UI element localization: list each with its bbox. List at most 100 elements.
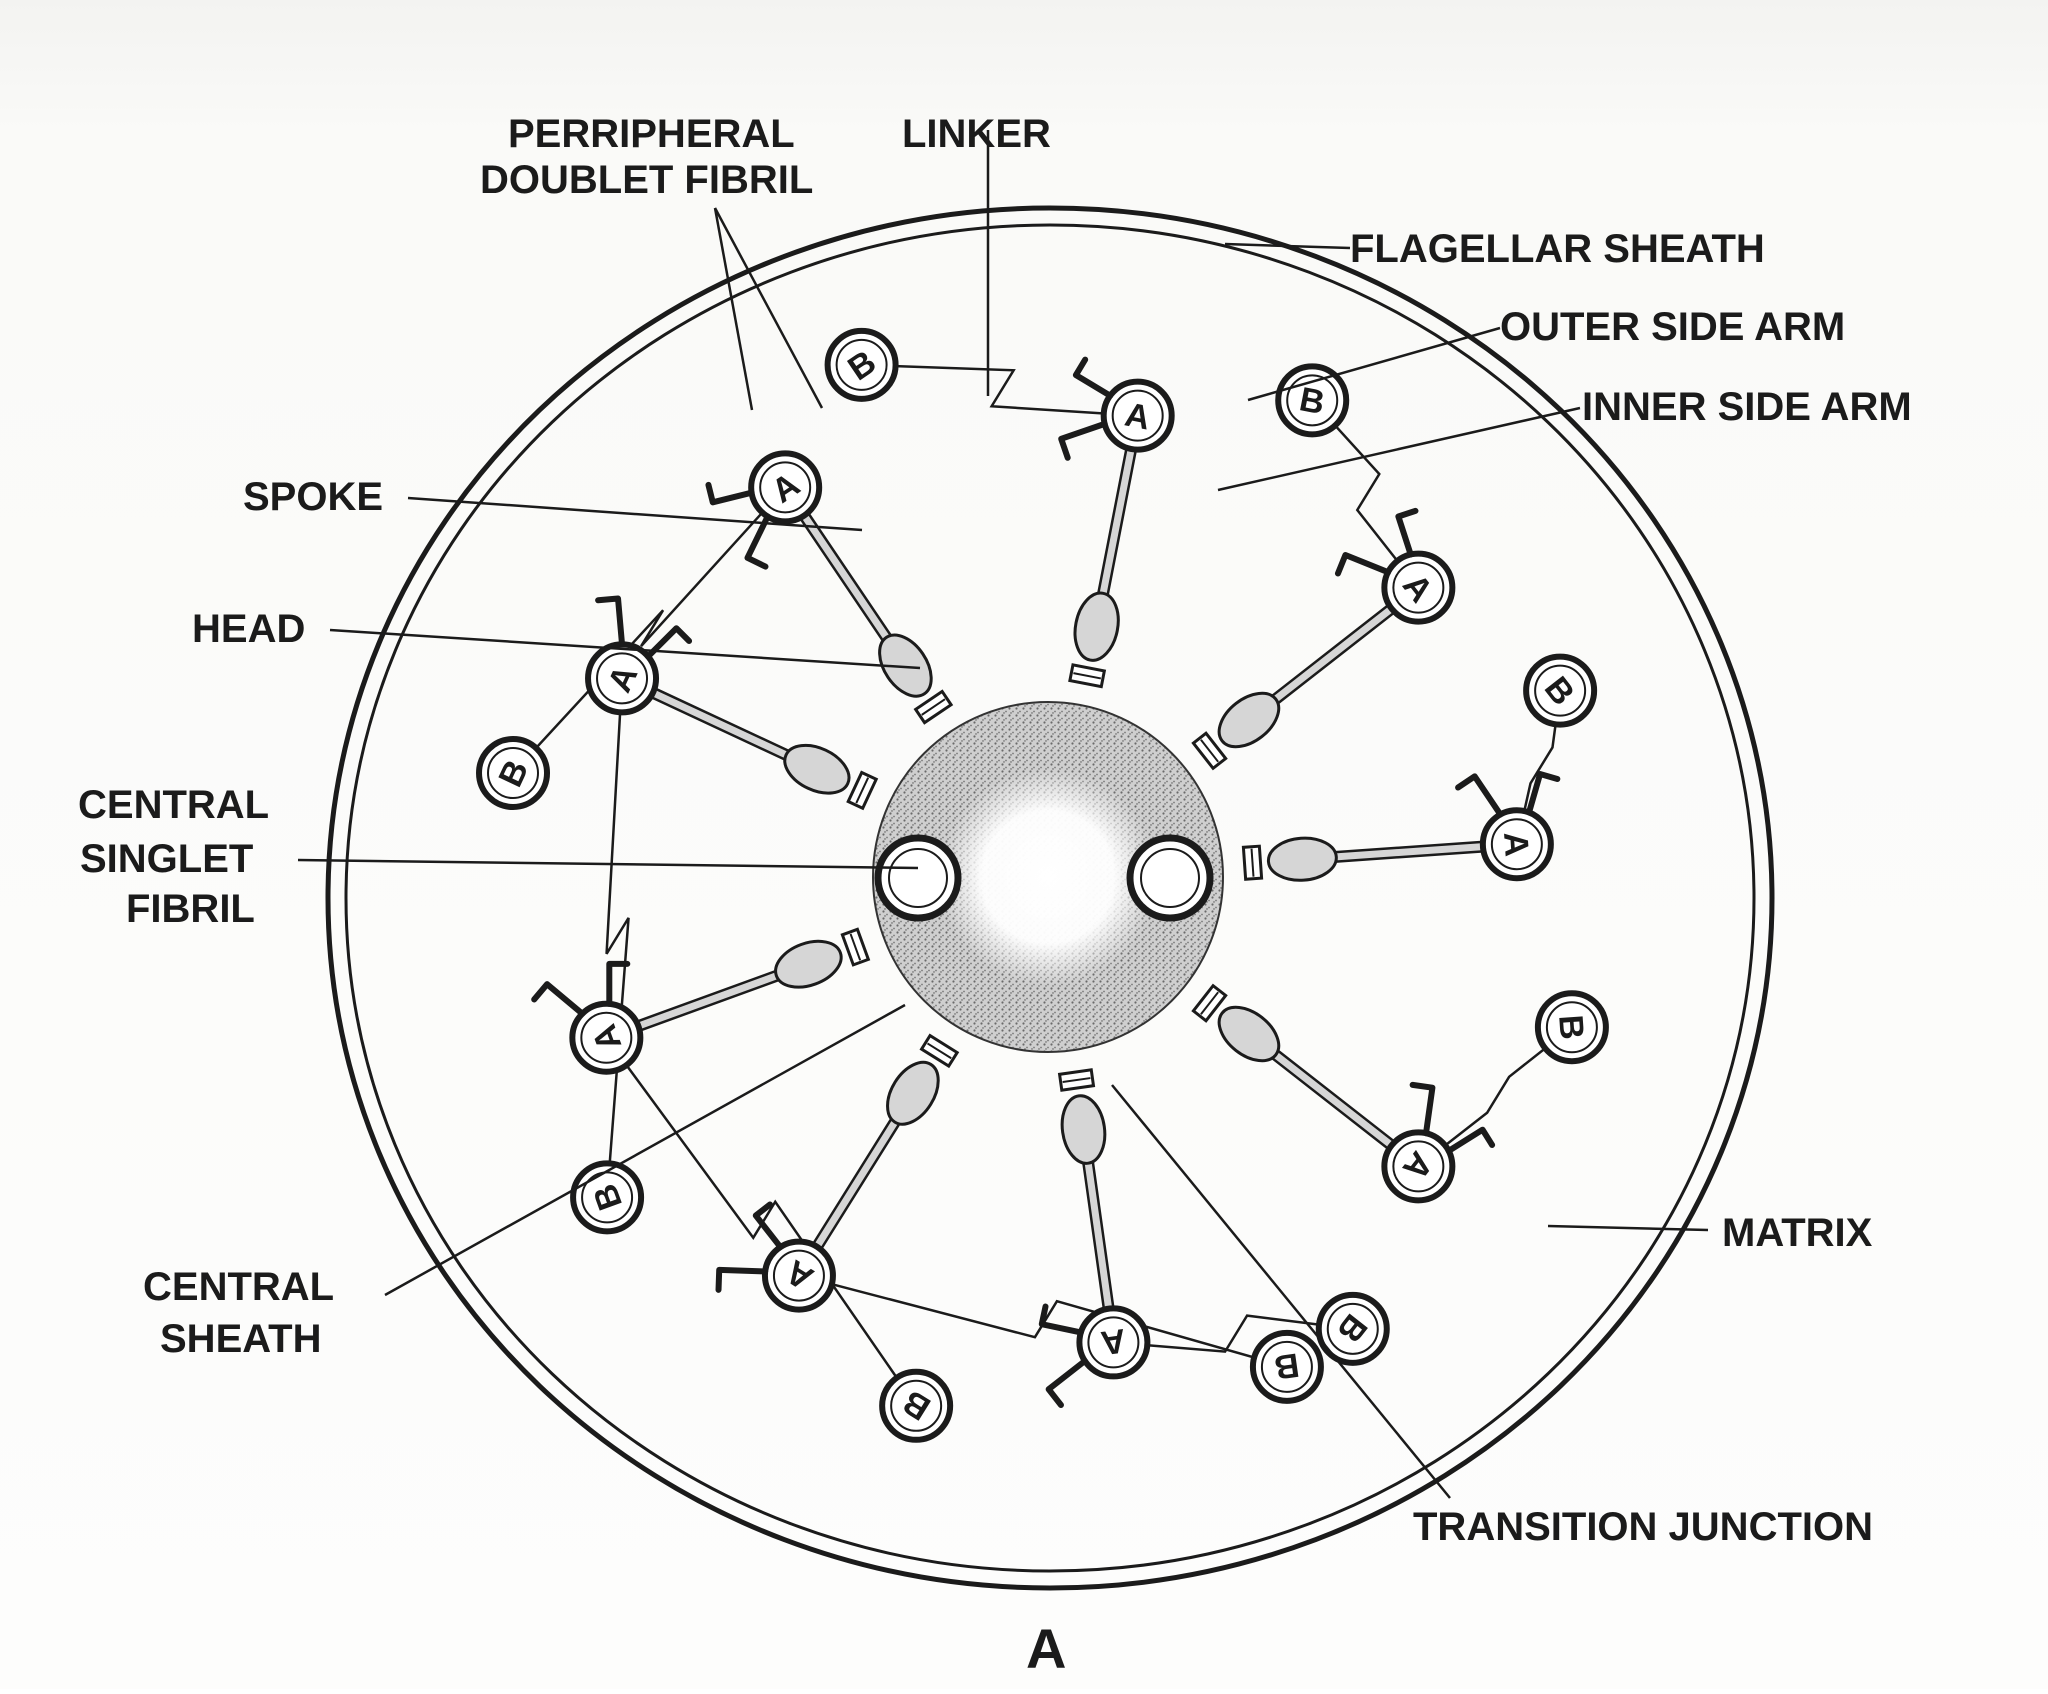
inner-side-arm xyxy=(1445,1126,1496,1154)
doublet-b: B xyxy=(879,1368,954,1443)
doublet-b: B xyxy=(1523,653,1598,728)
doublet-a-letter: A xyxy=(1496,831,1536,858)
linker xyxy=(861,363,1138,417)
transition-junction-divider xyxy=(921,698,946,716)
outer-side-arm xyxy=(595,595,626,648)
transition-junction-divider xyxy=(1073,672,1102,680)
doublet-a-letter: A xyxy=(1098,1321,1128,1362)
label-head: HEAD xyxy=(192,607,305,651)
side-arms xyxy=(1409,1081,1496,1154)
linker xyxy=(1113,1314,1353,1353)
linker xyxy=(1311,399,1420,589)
leader-outer-side-arm xyxy=(1247,326,1501,402)
side-arms xyxy=(1058,356,1114,461)
leader-peripheral-doublet-a xyxy=(713,207,754,411)
spoke-assembly xyxy=(1057,1068,1115,1315)
doublet-b-inner xyxy=(1534,664,1587,717)
spoke-head xyxy=(783,743,851,795)
leader-spoke xyxy=(407,496,863,532)
doublet-b-inner xyxy=(1286,374,1339,427)
spoke xyxy=(649,689,794,761)
doublet-b-inner xyxy=(1260,1340,1313,1393)
doublet-a-inner xyxy=(580,1011,633,1064)
spoke-head xyxy=(774,939,843,989)
doublet-a: A xyxy=(569,1000,644,1075)
label-spoke: SPOKE xyxy=(243,475,383,519)
label-inner-side-arm: INNER SIDE ARM xyxy=(1582,385,1912,429)
spoke xyxy=(1084,1155,1113,1313)
side-arms xyxy=(595,595,693,660)
central-singlet-fibril-right xyxy=(1126,834,1214,922)
spoke-head xyxy=(1266,836,1338,882)
spoke-head xyxy=(1217,691,1281,749)
doublet-a-inner xyxy=(1392,561,1445,614)
spoke-head xyxy=(1060,1094,1107,1165)
label-peripheral-doublet-line1: PERRIPHERAL xyxy=(508,112,795,156)
outer-side-arm xyxy=(1045,1357,1088,1409)
leader-lines xyxy=(297,130,1709,1499)
inner-side-arm xyxy=(1072,356,1114,399)
doublet-b-letter: B xyxy=(1272,1345,1302,1386)
doublet-a-inner xyxy=(772,1249,825,1302)
transition-junction-divider xyxy=(1200,991,1219,1015)
spoke xyxy=(1269,605,1396,706)
doublet-b-inner xyxy=(890,1379,943,1432)
spoke xyxy=(800,512,893,645)
doublet-b-inner xyxy=(1326,1302,1379,1355)
doublet-a-inner xyxy=(1087,1316,1140,1369)
side-arms xyxy=(1334,507,1419,577)
doublet-a-inner xyxy=(596,652,649,705)
doublet-a-inner xyxy=(1111,389,1164,442)
spoke-assembly xyxy=(632,927,871,1033)
spoke xyxy=(1098,445,1135,601)
side-arms xyxy=(705,481,771,570)
transition-junction-divider xyxy=(1200,739,1219,763)
doublet-a: A xyxy=(748,450,823,525)
spoke xyxy=(813,1115,901,1251)
doublet-b-inner xyxy=(835,338,888,391)
leader-peripheral-doublet-b xyxy=(713,207,824,409)
side-arms xyxy=(1455,771,1561,818)
label-outer-side-arm: OUTER SIDE ARM xyxy=(1500,305,1845,349)
inner-side-arm xyxy=(645,625,693,660)
label-central-singlet-line1: CENTRAL xyxy=(78,783,269,827)
spoke-head xyxy=(1073,591,1120,662)
transition-junction-divider xyxy=(926,1042,952,1060)
side-arms xyxy=(715,1201,784,1293)
doublet-a: A xyxy=(1100,378,1175,453)
outer-side-arm xyxy=(715,1266,769,1293)
outer-side-arm xyxy=(531,981,586,1017)
inner-side-arm xyxy=(705,481,755,506)
spoke-head xyxy=(1217,1005,1281,1063)
inner-side-arm xyxy=(606,960,631,1007)
doublet-b: B xyxy=(1534,990,1609,1065)
outer-side-arm xyxy=(1409,1081,1436,1137)
doublet-a-inner xyxy=(1490,818,1543,871)
leader-central-sheath xyxy=(384,1003,906,1297)
transition-junction-divider xyxy=(1250,848,1255,877)
linker xyxy=(605,1037,918,1407)
label-central-singlet-line2: SINGLET xyxy=(80,837,253,881)
leader-head xyxy=(329,628,921,670)
doublet-b: B xyxy=(1275,363,1350,438)
doublet-a: A xyxy=(1381,550,1456,625)
doublet-a: A xyxy=(761,1238,836,1313)
side-arms xyxy=(531,960,631,1017)
transition-junction-divider xyxy=(855,777,870,804)
side-arms xyxy=(1038,1303,1088,1409)
doublet-a: A xyxy=(585,641,660,716)
spoke-head xyxy=(886,1060,940,1126)
inner-side-arm xyxy=(1395,507,1419,558)
leader-central-singlet-fibril xyxy=(297,858,919,870)
outer-side-arm xyxy=(1455,773,1504,818)
label-matrix: MATRIX xyxy=(1722,1211,1873,1255)
spoke-head xyxy=(878,633,933,698)
leader-flagellar-sheath xyxy=(1224,242,1351,250)
spoke-assembly xyxy=(798,509,954,725)
outer-side-arm xyxy=(1334,551,1392,577)
outer-side-arm xyxy=(744,513,771,570)
doublet-b-inner xyxy=(487,747,540,800)
